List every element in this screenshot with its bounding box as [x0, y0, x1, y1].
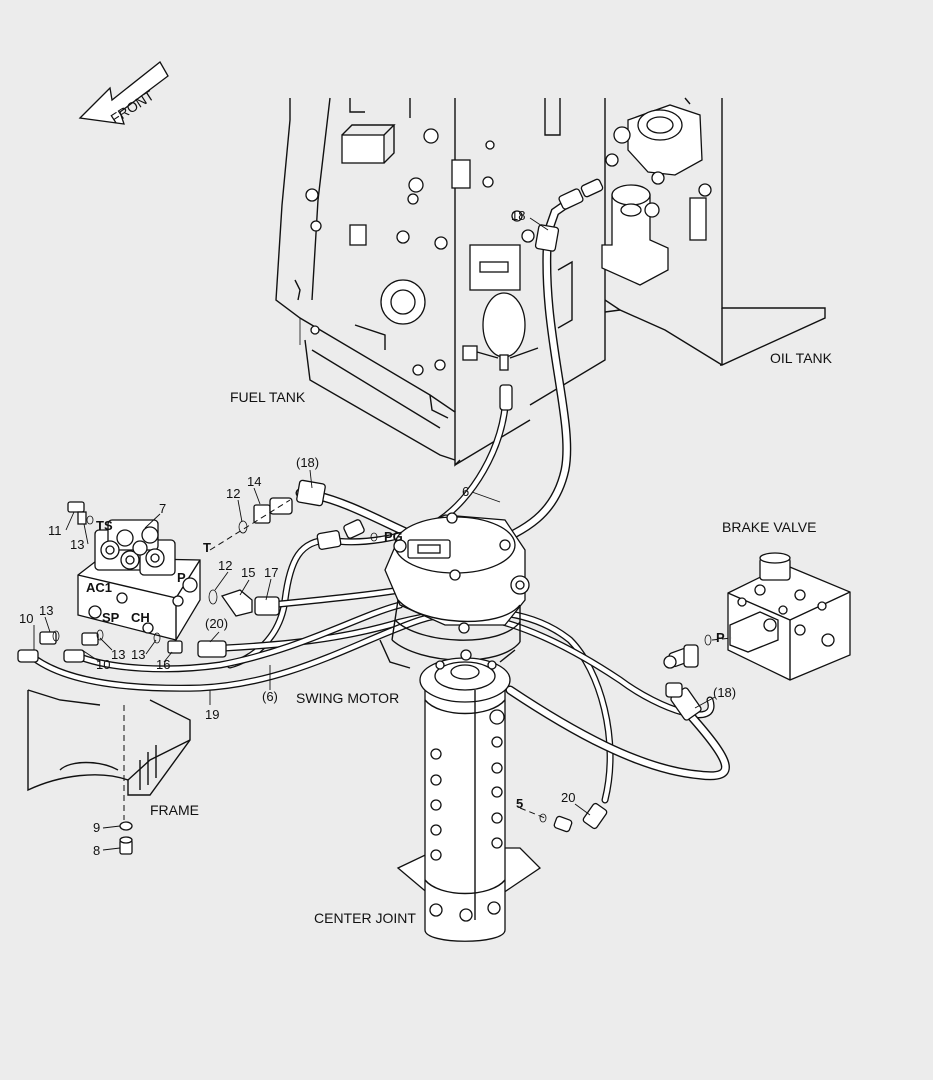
- swing-motor-label: SWING MOTOR: [296, 690, 399, 706]
- callout-18-paren-right: (18): [713, 685, 736, 700]
- callout-18-top: 18: [511, 208, 525, 223]
- port-p-label: P: [177, 570, 186, 585]
- callout-12-a: 12: [226, 486, 240, 501]
- oil-tank-label: OIL TANK: [770, 350, 833, 366]
- brake-valve: [727, 552, 851, 681]
- callout-10-a: 10: [19, 611, 33, 626]
- callout-16: 16: [156, 657, 170, 672]
- hose-6: [226, 384, 513, 669]
- callout-13-c: 13: [111, 647, 125, 662]
- callout-18-paren-top: (18): [296, 455, 319, 470]
- callout-6-paren: (6): [262, 689, 278, 704]
- center-joint: [396, 649, 542, 942]
- swing-motor: [379, 512, 530, 669]
- frame-label: FRAME: [150, 802, 199, 818]
- oil-tank-suction-port: [601, 194, 669, 286]
- brake-elbow-fitting: [663, 644, 699, 669]
- callout-20: 20: [561, 790, 575, 805]
- fuel-tank-label: FUEL TANK: [230, 389, 306, 405]
- callout-12-b: 12: [218, 558, 232, 573]
- callout-13-d: 13: [131, 647, 145, 662]
- hose-18: [295, 178, 604, 554]
- callout-6: 6: [462, 484, 469, 499]
- callout-13-a: 13: [70, 537, 84, 552]
- fuel-tank-bracket: [341, 134, 385, 164]
- callout-7: 7: [159, 501, 166, 516]
- oil-tank: [601, 97, 826, 366]
- hose-18-brake: [505, 682, 730, 781]
- callout-11: 11: [48, 523, 62, 538]
- port-sp-label: SP: [102, 610, 120, 625]
- callout-leaders: [33, 217, 716, 851]
- front-arrow-icon: [78, 61, 169, 125]
- callout-14: 14: [247, 474, 261, 489]
- block-fittings: [17, 497, 573, 833]
- hose-20: [197, 607, 614, 830]
- port-t-label: T: [203, 540, 211, 555]
- brake-valve-port-p: P: [716, 630, 725, 645]
- port-pg-label: PG: [384, 529, 403, 544]
- callout-8: 8: [93, 843, 100, 858]
- callout-15: 15: [241, 565, 255, 580]
- brake-valve-label: BRAKE VALVE: [722, 519, 816, 535]
- callout-10-b: 10: [96, 657, 110, 672]
- port-ch-label: CH: [131, 610, 150, 625]
- fuel-tank: [275, 97, 606, 467]
- port-ts-label: TS: [96, 518, 113, 533]
- callout-9: 9: [93, 820, 100, 835]
- frame: [27, 689, 191, 855]
- valve-block: [77, 519, 201, 641]
- callout-5: 5: [516, 796, 523, 811]
- hose-17: [254, 586, 404, 616]
- center-joint-label: CENTER JOINT: [314, 910, 416, 926]
- port-ac1-label: AC1: [86, 580, 112, 595]
- accumulator: [462, 292, 539, 371]
- callout-17: 17: [264, 565, 278, 580]
- hose-19: [26, 601, 715, 719]
- callout-20-paren: (20): [205, 616, 228, 631]
- callout-19: 19: [205, 707, 219, 722]
- callout-13-b: 13: [39, 603, 53, 618]
